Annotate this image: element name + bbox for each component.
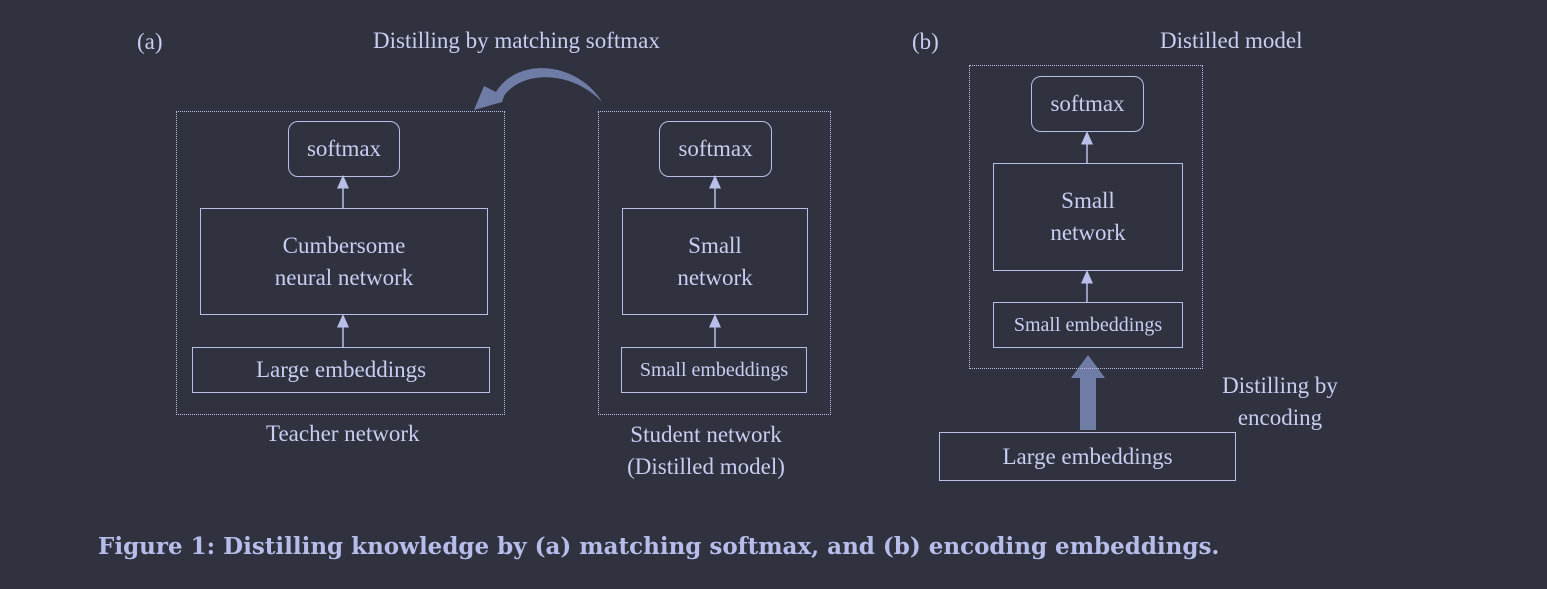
large-embeddings-box: Large embeddings: [939, 432, 1236, 481]
student-caption-line2: (Distilled model): [627, 454, 785, 479]
encoding-arrow: [1071, 355, 1105, 430]
distilled-network-line2: network: [1050, 220, 1126, 245]
student-softmax-box: softmax: [659, 121, 772, 177]
teacher-network-line1: Cumbersome: [282, 232, 406, 258]
teacher-embeddings-box: Large embeddings: [192, 347, 490, 393]
softmax-distill-arrow: [474, 68, 602, 110]
softmax-distill-label: Distilling by matching softmax: [373, 28, 660, 53]
encoding-label-line1: Distilling by: [1222, 373, 1338, 398]
distilled-embeddings-label: Small embeddings: [1013, 314, 1163, 336]
student-caption-line1: Student network: [630, 422, 782, 447]
distilled-softmax-label: softmax: [1050, 91, 1125, 116]
student-network-line1: Small: [688, 232, 742, 258]
panel-b-label: (b): [912, 29, 939, 54]
teacher-softmax-box: softmax: [288, 121, 400, 177]
teacher-embeddings-label: Large embeddings: [255, 357, 427, 382]
figure-caption: Figure 1: Distilling knowledge by (a) ma…: [98, 533, 1220, 560]
distilled-model-title: Distilled model: [1160, 28, 1303, 53]
distilled-softmax-box: softmax: [1031, 76, 1144, 132]
panel-a-label: (a): [137, 29, 163, 54]
student-embeddings-box: Small embeddings: [621, 347, 807, 393]
teacher-network-frame: [176, 111, 505, 415]
student-caption: Student network (Distilled model): [606, 419, 806, 483]
student-network-line2: network: [677, 264, 753, 290]
teacher-caption: Teacher network: [266, 421, 420, 446]
distilled-network-box: Small network: [993, 163, 1183, 271]
teacher-network-line2: neural network: [274, 264, 414, 290]
encoding-label-line2: encoding: [1237, 405, 1323, 430]
encoding-label: Distilling by encoding: [1200, 370, 1360, 434]
student-network-frame: [598, 111, 831, 415]
student-network-box: Small network: [622, 208, 808, 315]
student-embeddings-label: Small embeddings: [639, 359, 789, 381]
distilled-model-frame: [969, 65, 1203, 369]
teacher-softmax-label: softmax: [306, 136, 382, 161]
student-softmax-label: softmax: [678, 136, 753, 161]
distilled-embeddings-box: Small embeddings: [993, 302, 1183, 348]
distilled-network-line1: Small: [1061, 188, 1115, 213]
large-embeddings-label: Large embeddings: [1002, 443, 1173, 469]
teacher-network-box: Cumbersome neural network: [200, 208, 488, 315]
